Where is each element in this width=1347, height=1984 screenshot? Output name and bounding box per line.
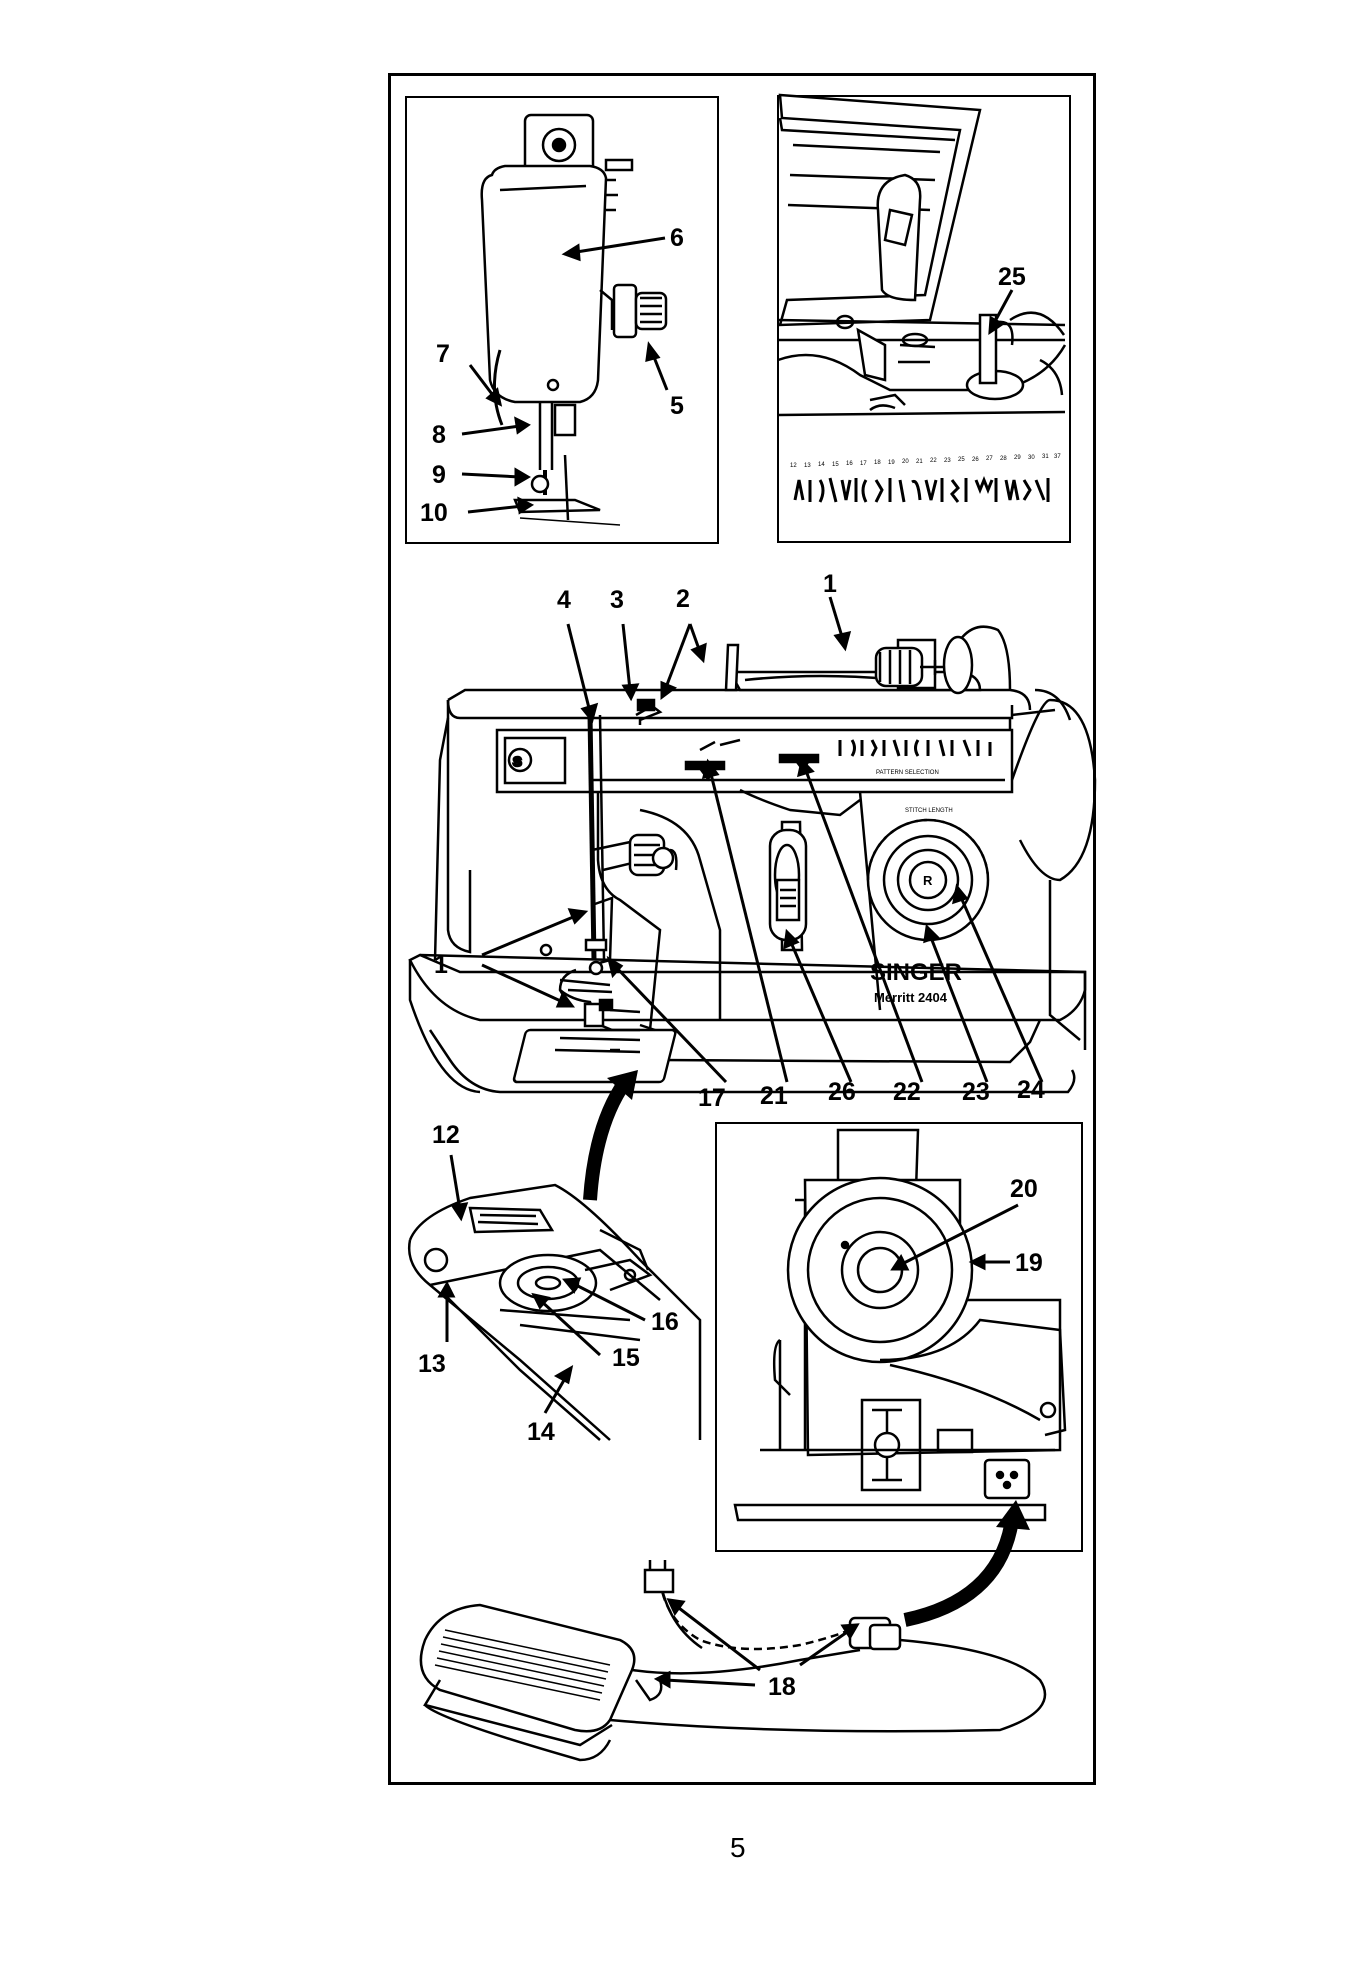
stitch-length-label: STITCH LENGTH [905, 808, 953, 814]
callout-26: 26 [828, 1078, 856, 1106]
callout-1-presser: 1 [434, 951, 448, 979]
callout-8: 8 [432, 421, 446, 449]
bobbin-area-illustration [407, 1183, 702, 1441]
svg-text:12: 12 [790, 463, 797, 469]
callout-7: 7 [436, 340, 450, 368]
callout-20: 20 [1010, 1175, 1038, 1203]
callout-3: 3 [610, 586, 624, 614]
pattern-selection-label: PATTERN SELECTION [876, 770, 939, 776]
side-view-illustration [480, 113, 668, 526]
callout-18: 18 [768, 1673, 796, 1701]
callout-24: 24 [1017, 1076, 1045, 1104]
callout-17: 17 [698, 1084, 726, 1112]
svg-text:14: 14 [818, 462, 825, 468]
callout-6: 6 [670, 224, 684, 252]
svg-text:17: 17 [860, 461, 867, 467]
svg-text:26: 26 [972, 457, 979, 463]
callout-16: 16 [651, 1308, 679, 1336]
rear-view-illustration [733, 1128, 1067, 1522]
callout-5: 5 [670, 392, 684, 420]
foot-control-illustration [419, 1560, 1047, 1762]
svg-text:37: 37 [1054, 454, 1061, 460]
callout-23: 23 [962, 1078, 990, 1106]
callout-1-top: 1 [823, 570, 837, 598]
svg-text:23: 23 [944, 458, 951, 464]
callout-25: 25 [998, 263, 1026, 291]
machine-front-illustration: S PATTERN SELECTION R STITCH LENGTH SING… [408, 625, 1097, 1094]
machine-front-leaders [481, 596, 1044, 1084]
callout-19: 19 [1015, 1249, 1043, 1277]
svg-text:18: 18 [874, 460, 881, 466]
side-view-leaders [461, 236, 669, 515]
svg-text:27: 27 [986, 456, 993, 462]
bobbin-leaders [437, 1154, 646, 1414]
model-name: Merritt 2404 [874, 990, 948, 1005]
svg-text:30: 30 [1028, 455, 1035, 461]
pattern-number-row: 12 13 14 15 16 17 18 19 20 21 22 23 25 2… [790, 454, 1061, 469]
svg-text:20: 20 [902, 459, 909, 465]
svg-text:29: 29 [1014, 455, 1021, 461]
plug-arrow-head [996, 1500, 1030, 1530]
plug-arrow [903, 1518, 1019, 1627]
callout-14: 14 [527, 1418, 555, 1446]
svg-text:21: 21 [916, 459, 923, 465]
page-number: 5 [730, 1832, 746, 1863]
svg-text:22: 22 [930, 458, 937, 464]
svg-text:25: 25 [958, 457, 965, 463]
svg-text:15: 15 [832, 462, 839, 468]
accessory-leader [988, 289, 1014, 335]
hand-wheel-letter: R [923, 873, 933, 888]
svg-text:S: S [513, 754, 522, 769]
callout-12: 12 [432, 1121, 460, 1149]
callout-10: 10 [420, 499, 448, 527]
svg-text:19: 19 [888, 460, 895, 466]
svg-text:13: 13 [804, 463, 811, 469]
callout-15: 15 [612, 1344, 640, 1372]
callout-2: 2 [676, 585, 690, 613]
callout-4: 4 [557, 586, 571, 614]
callout-13: 13 [418, 1350, 446, 1378]
svg-text:28: 28 [1000, 456, 1007, 462]
rear-view-leaders [890, 1203, 1019, 1271]
bobbin-arrow-head [607, 1070, 638, 1100]
svg-text:31: 31 [1042, 454, 1049, 460]
bobbin-arrow [583, 1077, 631, 1201]
callout-21: 21 [760, 1082, 788, 1110]
cord-leaders [653, 1598, 860, 1689]
svg-text:16: 16 [846, 461, 853, 467]
callout-22: 22 [893, 1078, 921, 1106]
callout-9: 9 [432, 461, 446, 489]
accessory-storage-illustration [777, 93, 1067, 503]
